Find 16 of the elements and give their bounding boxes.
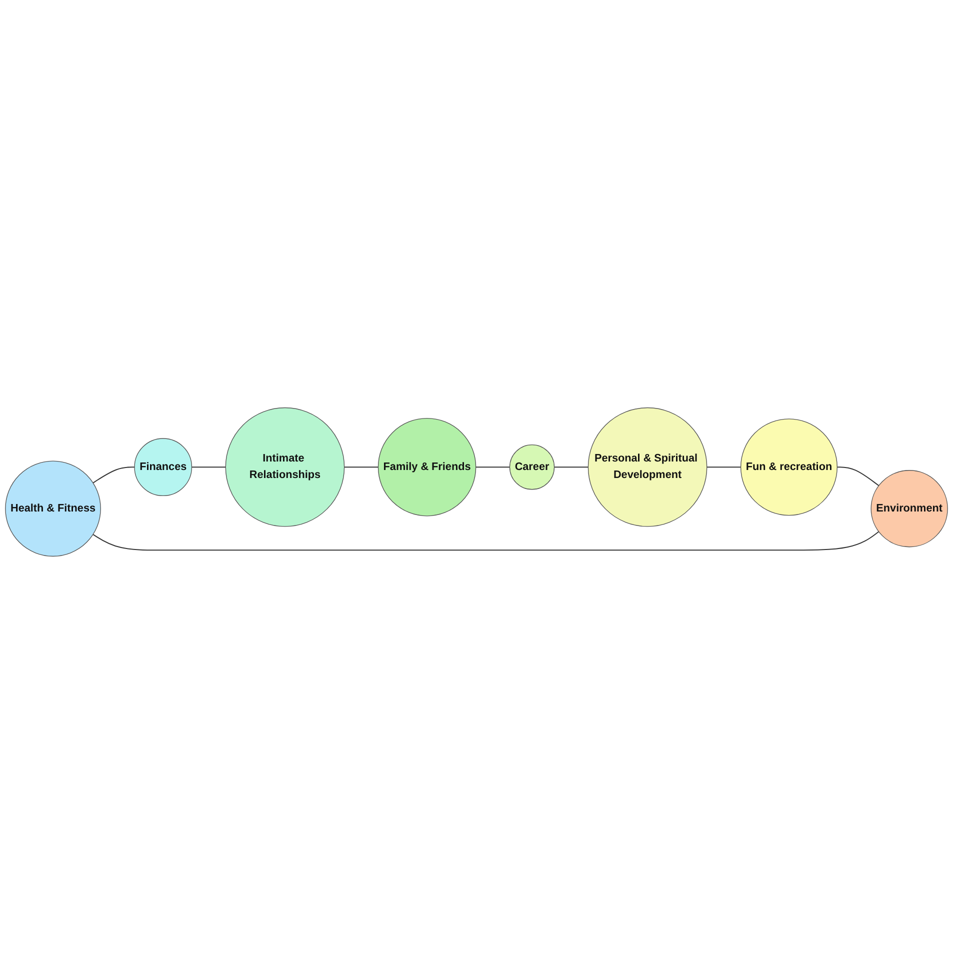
connector bbox=[192, 466, 226, 468]
connector bbox=[706, 466, 741, 468]
node-circle: Environment bbox=[870, 470, 948, 548]
connector bbox=[92, 531, 880, 551]
connector bbox=[476, 466, 510, 468]
node-circle: Family & Friends bbox=[378, 418, 476, 516]
node-circle: Health & Fitness bbox=[5, 460, 101, 557]
node-circle: Personal & Spiritual Development bbox=[588, 407, 708, 527]
node-circle: Finances bbox=[134, 438, 192, 496]
connector bbox=[554, 466, 588, 468]
connector bbox=[344, 466, 378, 468]
node-circle: Fun & recreation bbox=[740, 418, 838, 516]
connector bbox=[92, 466, 135, 484]
node-circle: Intimate Relationships bbox=[225, 407, 345, 527]
connector bbox=[837, 466, 880, 486]
node-circle: Career bbox=[509, 444, 555, 490]
